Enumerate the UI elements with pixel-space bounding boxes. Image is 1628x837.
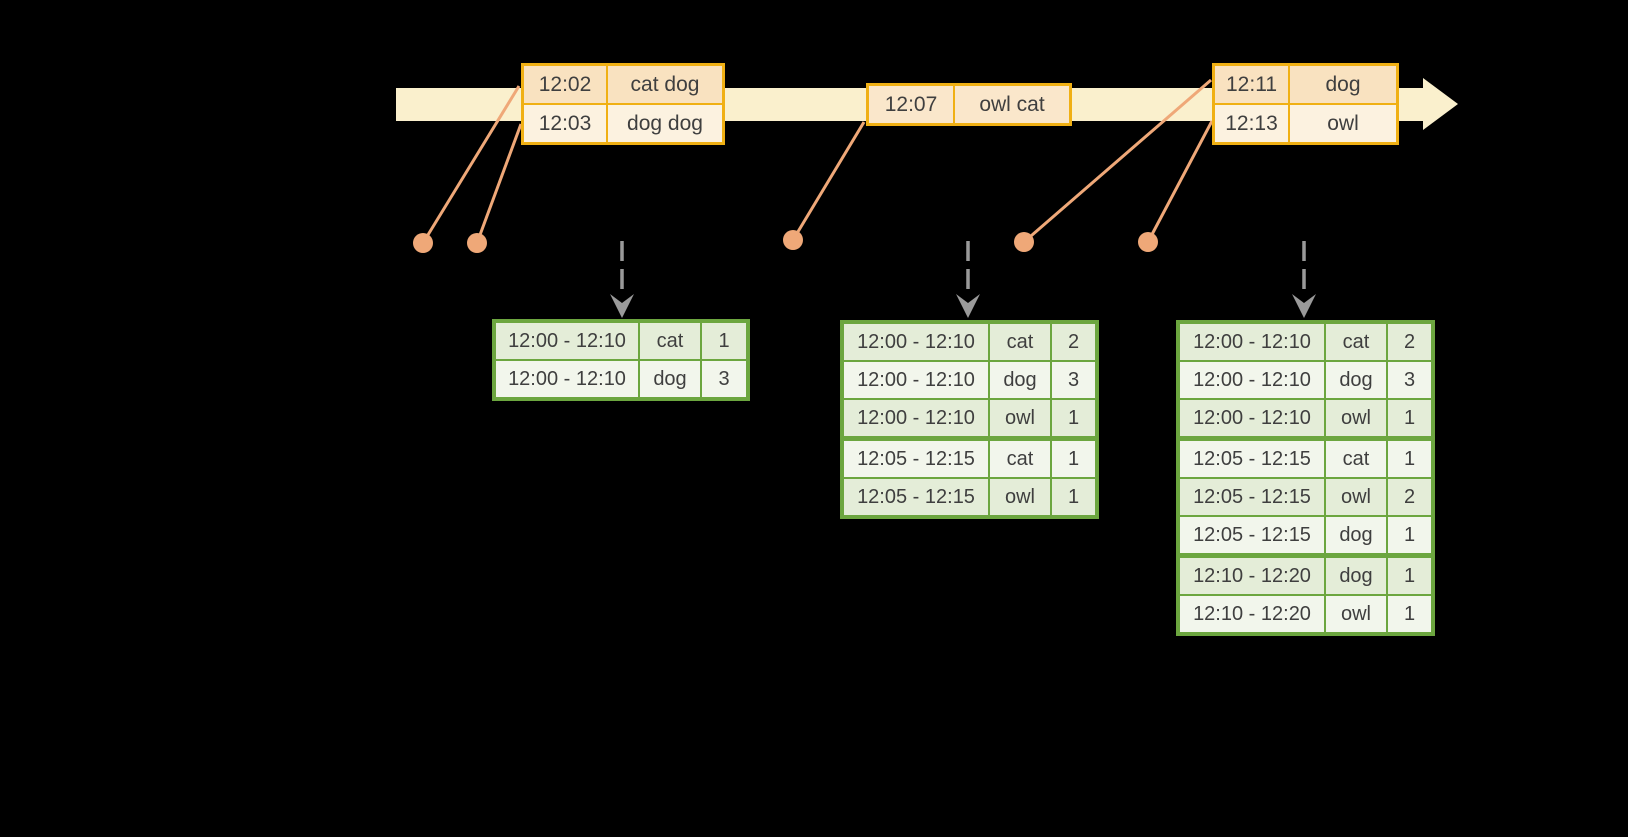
word-cell: cat — [1324, 436, 1388, 479]
window-cell: 12:00 - 12:10 — [841, 321, 990, 362]
result-row: 12:00 - 12:10 cat 1 — [493, 320, 749, 361]
result-row: 12:00 - 12:10 cat 2 — [1177, 321, 1434, 362]
event-dot-5 — [1138, 232, 1158, 252]
window-cell: 12:05 - 12:15 — [1177, 436, 1326, 479]
event-connector-4 — [1023, 78, 1212, 244]
event-row: 12:07 owl cat — [866, 83, 1072, 126]
window-cell: 12:05 - 12:15 — [1177, 515, 1326, 557]
event-words-cell: owl — [1288, 103, 1399, 145]
event-words-cell: dog dog — [606, 103, 725, 145]
trigger-arrowhead-2-icon — [956, 294, 980, 318]
word-cell: dog — [1324, 553, 1388, 596]
event-dot-1 — [413, 233, 433, 253]
word-cell: owl — [1324, 477, 1388, 517]
count-cell: 2 — [1386, 477, 1434, 517]
count-cell: 1 — [1386, 436, 1434, 479]
event-connector-5 — [1146, 120, 1214, 243]
result-table-3: 12:00 - 12:10 cat 2 12:00 - 12:10 dog 3 … — [1176, 320, 1435, 636]
window-cell: 12:00 - 12:10 — [493, 320, 640, 361]
trigger-arrowhead-1-icon — [610, 294, 634, 318]
event-table-2: 12:07 owl cat — [866, 83, 1072, 126]
event-words-cell: cat dog — [606, 63, 725, 105]
word-cell: owl — [1324, 594, 1388, 635]
word-cell: dog — [988, 360, 1052, 400]
window-cell: 12:10 - 12:20 — [1177, 594, 1326, 635]
window-cell: 12:05 - 12:15 — [841, 477, 990, 518]
window-cell: 12:00 - 12:10 — [493, 359, 640, 400]
window-cell: 12:05 - 12:15 — [841, 436, 990, 479]
word-cell: owl — [988, 477, 1052, 518]
result-row: 12:05 - 12:15 dog 1 — [1177, 515, 1434, 557]
window-cell: 12:00 - 12:10 — [841, 398, 990, 440]
result-row: 12:00 - 12:10 owl 1 — [841, 398, 1098, 440]
result-row: 12:05 - 12:15 owl 2 — [1177, 477, 1434, 517]
trigger-arrowhead-3-icon — [1292, 294, 1316, 318]
event-time-cell: 12:03 — [521, 103, 608, 145]
word-cell: dog — [1324, 360, 1388, 400]
timeline-arrowhead-icon — [1423, 78, 1458, 130]
result-row: 12:05 - 12:15 cat 1 — [1177, 436, 1434, 479]
event-time-cell: 12:11 — [1212, 63, 1290, 105]
event-table-1: 12:02 cat dog 12:03 dog dog — [521, 63, 725, 145]
count-cell: 3 — [1386, 360, 1434, 400]
result-table-1: 12:00 - 12:10 cat 1 12:00 - 12:10 dog 3 — [492, 319, 750, 401]
event-words-cell: dog — [1288, 63, 1399, 105]
count-cell: 1 — [1050, 477, 1098, 518]
event-dot-4 — [1014, 232, 1034, 252]
count-cell: 1 — [1386, 398, 1434, 440]
count-cell: 1 — [1386, 515, 1434, 557]
event-row: 12:02 cat dog — [521, 63, 725, 105]
word-cell: dog — [638, 359, 702, 400]
event-time-cell: 12:07 — [866, 83, 955, 126]
count-cell: 3 — [1050, 360, 1098, 400]
event-dot-3 — [783, 230, 803, 250]
result-row: 12:10 - 12:20 dog 1 — [1177, 553, 1434, 596]
result-row: 12:00 - 12:10 dog 3 — [841, 360, 1098, 400]
count-cell: 3 — [700, 359, 749, 400]
event-table-3: 12:11 dog 12:13 owl — [1212, 63, 1399, 145]
event-connector-2 — [475, 123, 523, 244]
event-row: 12:11 dog — [1212, 63, 1399, 105]
event-connector-1 — [421, 85, 521, 244]
event-time-cell: 12:13 — [1212, 103, 1290, 145]
count-cell: 1 — [700, 320, 749, 361]
window-cell: 12:00 - 12:10 — [1177, 360, 1326, 400]
window-cell: 12:00 - 12:10 — [1177, 398, 1326, 440]
event-row: 12:03 dog dog — [521, 103, 725, 145]
event-row: 12:13 owl — [1212, 103, 1399, 145]
count-cell: 1 — [1050, 436, 1098, 479]
word-cell: owl — [1324, 398, 1388, 440]
result-row: 12:00 - 12:10 dog 3 — [493, 359, 749, 400]
count-cell: 2 — [1386, 321, 1434, 362]
window-cell: 12:00 - 12:10 — [1177, 321, 1326, 362]
window-cell: 12:05 - 12:15 — [1177, 477, 1326, 517]
event-dot-2 — [467, 233, 487, 253]
window-cell: 12:00 - 12:10 — [841, 360, 990, 400]
event-words-cell: owl cat — [953, 83, 1072, 126]
result-row: 12:00 - 12:10 dog 3 — [1177, 360, 1434, 400]
result-row: 12:05 - 12:15 cat 1 — [841, 436, 1098, 479]
result-row: 12:05 - 12:15 owl 1 — [841, 477, 1098, 518]
event-time-cell: 12:02 — [521, 63, 608, 105]
result-table-2: 12:00 - 12:10 cat 2 12:00 - 12:10 dog 3 … — [840, 320, 1099, 519]
result-row: 12:00 - 12:10 cat 2 — [841, 321, 1098, 362]
event-connector-3 — [791, 121, 866, 241]
word-cell: cat — [988, 436, 1052, 479]
word-cell: cat — [638, 320, 702, 361]
count-cell: 1 — [1386, 553, 1434, 596]
result-row: 12:00 - 12:10 owl 1 — [1177, 398, 1434, 440]
window-cell: 12:10 - 12:20 — [1177, 553, 1326, 596]
count-cell: 2 — [1050, 321, 1098, 362]
word-cell: dog — [1324, 515, 1388, 557]
count-cell: 1 — [1386, 594, 1434, 635]
word-cell: cat — [988, 321, 1052, 362]
count-cell: 1 — [1050, 398, 1098, 440]
result-row: 12:10 - 12:20 owl 1 — [1177, 594, 1434, 635]
word-cell: owl — [988, 398, 1052, 440]
word-cell: cat — [1324, 321, 1388, 362]
